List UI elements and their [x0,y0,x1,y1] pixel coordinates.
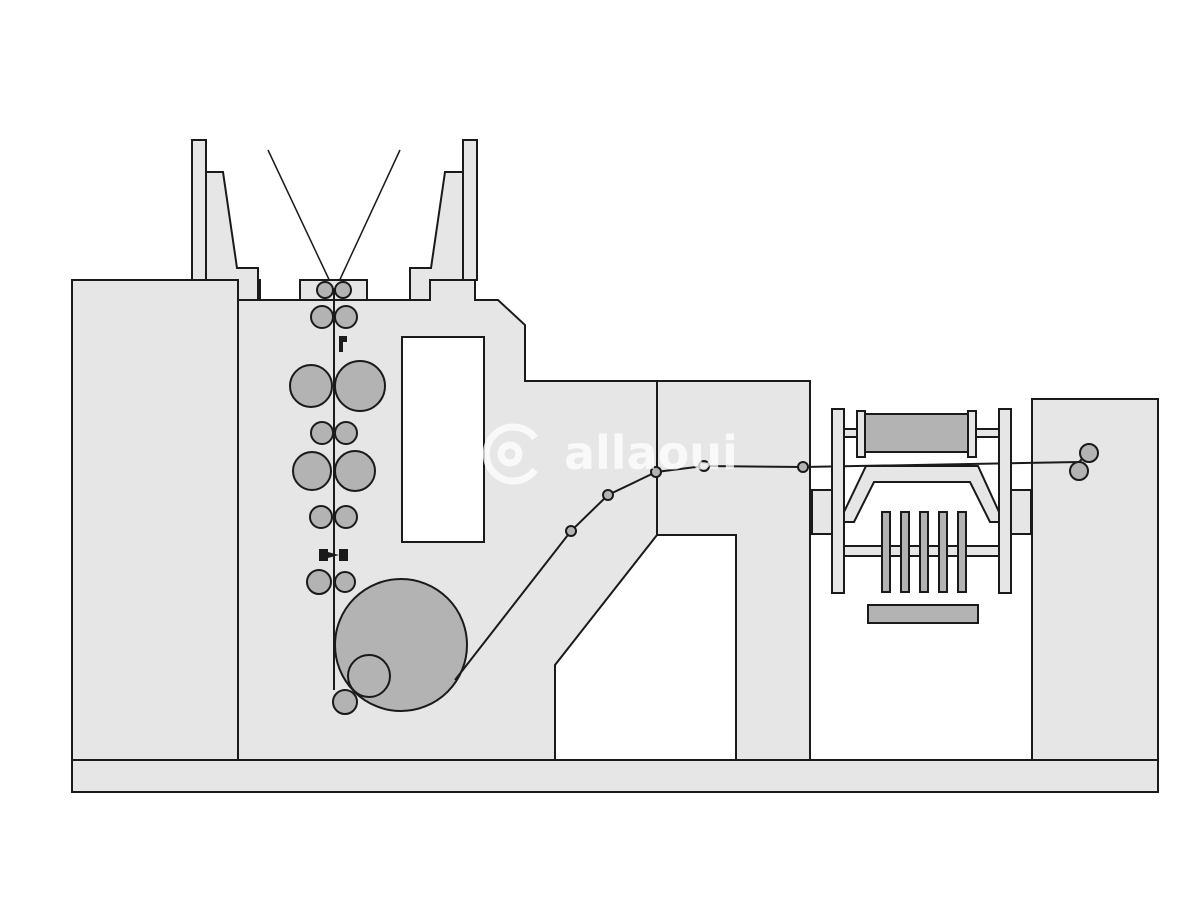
guide-roller-3 [650,466,662,478]
cylinder-flange-right [967,410,977,458]
draft-roller-2-left [292,451,332,491]
guide-clip [339,336,347,352]
needle-bar-1 [881,511,891,593]
creel-post-right [462,139,478,281]
web-path [454,452,1089,681]
unit-post-right [998,408,1012,594]
needle-bar-4 [938,511,948,593]
watermark-logo-icon [482,423,538,485]
bobbin-clamp [319,549,348,561]
creel-post-left [191,139,207,281]
inspection-window [401,336,485,543]
press-hood [843,465,1000,523]
watermark-text: allaoui [564,426,738,480]
watermark: allaoui [482,423,738,485]
bottom-roller [332,689,358,715]
nip-roller-3-right [334,505,358,529]
left-cabinet [71,279,239,761]
feed-fibre-left [267,149,334,289]
guide-roller-1 [565,525,577,537]
nip-roller-2-right [334,421,358,445]
feed-fibre-right [335,149,401,289]
feed-roller-right [334,281,352,299]
hopper-wall-left [205,171,259,301]
hopper-wall-right [409,171,464,301]
base-plate [71,759,1159,793]
feed-roller-left [316,281,334,299]
nip-roller-1-right [334,305,358,329]
nip-roller-4-left [306,569,332,595]
nip-roller-4-right [334,571,356,593]
guide-roller-5 [797,461,809,473]
unit-bracket-right [1010,489,1032,535]
needle-bar-3 [919,511,929,593]
exit-roller-bottom [1069,461,1089,481]
press-roller [347,654,391,698]
top-cylinder [861,413,973,453]
needle-bar-5 [957,511,967,593]
draft-roller-1-right [334,360,386,412]
nip-roller-3-left [309,505,333,529]
nip-roller-1-left [310,305,334,329]
bed-plate [867,604,979,624]
finishing-unit [811,408,1032,624]
unit-post-left [831,408,845,594]
draft-roller-1-left [289,364,333,408]
unit-bracket-left [811,489,833,535]
guide-roller-4 [698,460,710,472]
needle-bar-2 [900,511,910,593]
draft-roller-2-right [334,450,376,492]
cylinder-flange-left [856,410,866,458]
exit-roller-top [1079,443,1099,463]
nip-roller-2-left [310,421,334,445]
guide-roller-2 [602,489,614,501]
